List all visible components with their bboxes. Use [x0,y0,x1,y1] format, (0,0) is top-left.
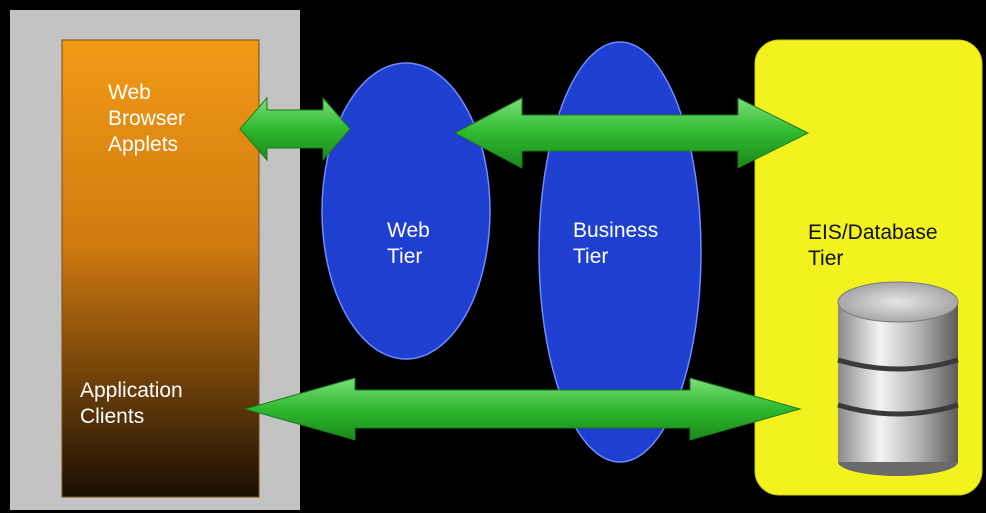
browser-label-line-3: Applets [108,133,179,156]
web-tier-line-2: Tier [387,245,423,268]
app-clients-line-2: Clients [80,405,145,428]
web-tier-label: Web Tier [387,218,430,270]
business-tier-label: Business Tier [573,218,658,270]
business-tier-line-1: Business [573,219,659,242]
business-tier-line-2: Tier [573,245,609,268]
database-cylinder-icon [837,281,959,476]
clients-to-eis-arrow [243,377,802,441]
browser-label-line-1: Web [108,81,151,104]
web-to-eis-arrow [453,97,810,169]
eis-tier-line-1: EIS/Database [808,221,938,244]
web-tier-line-1: Web [387,219,430,242]
browser-to-web-tier-arrow [239,96,351,162]
eis-tier-line-2: Tier [808,247,844,270]
browser-label-line-2: Browser [108,107,186,130]
web-tier-ellipse [321,62,491,360]
eis-tier-label: EIS/Database Tier [808,220,938,272]
application-clients-label: Application Clients [80,378,183,430]
browser-applets-label: Web Browser Applets [108,80,185,158]
app-clients-line-1: Application [80,379,183,402]
client-box [61,39,260,498]
